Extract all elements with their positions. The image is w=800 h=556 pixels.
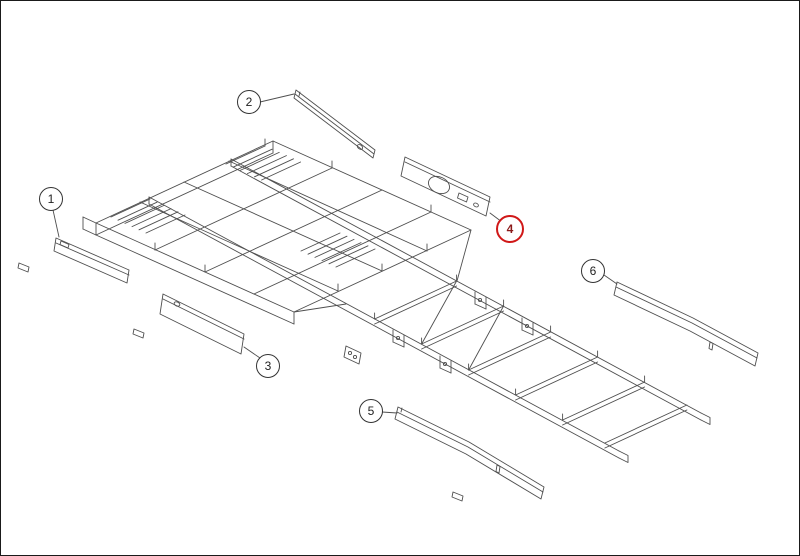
callout-4-highlighted[interactable]: 4 [496,215,524,243]
part-1-panel [53,237,130,284]
callout-6[interactable]: 6 [581,259,605,283]
callout-1[interactable]: 1 [39,187,63,211]
chassis-frame [148,158,711,463]
callout-5[interactable]: 5 [359,399,383,423]
loose-pins [17,262,464,502]
callout-2[interactable]: 2 [237,90,261,114]
part-3-panel [159,293,245,355]
chassis-front-module [82,138,472,325]
callout-3[interactable]: 3 [256,354,280,378]
tread-plate-hatching [110,145,376,268]
part-4-panel [400,156,491,217]
part-5-panel [394,406,545,500]
part-2-strip [293,89,376,159]
part-6-panel [613,281,759,367]
